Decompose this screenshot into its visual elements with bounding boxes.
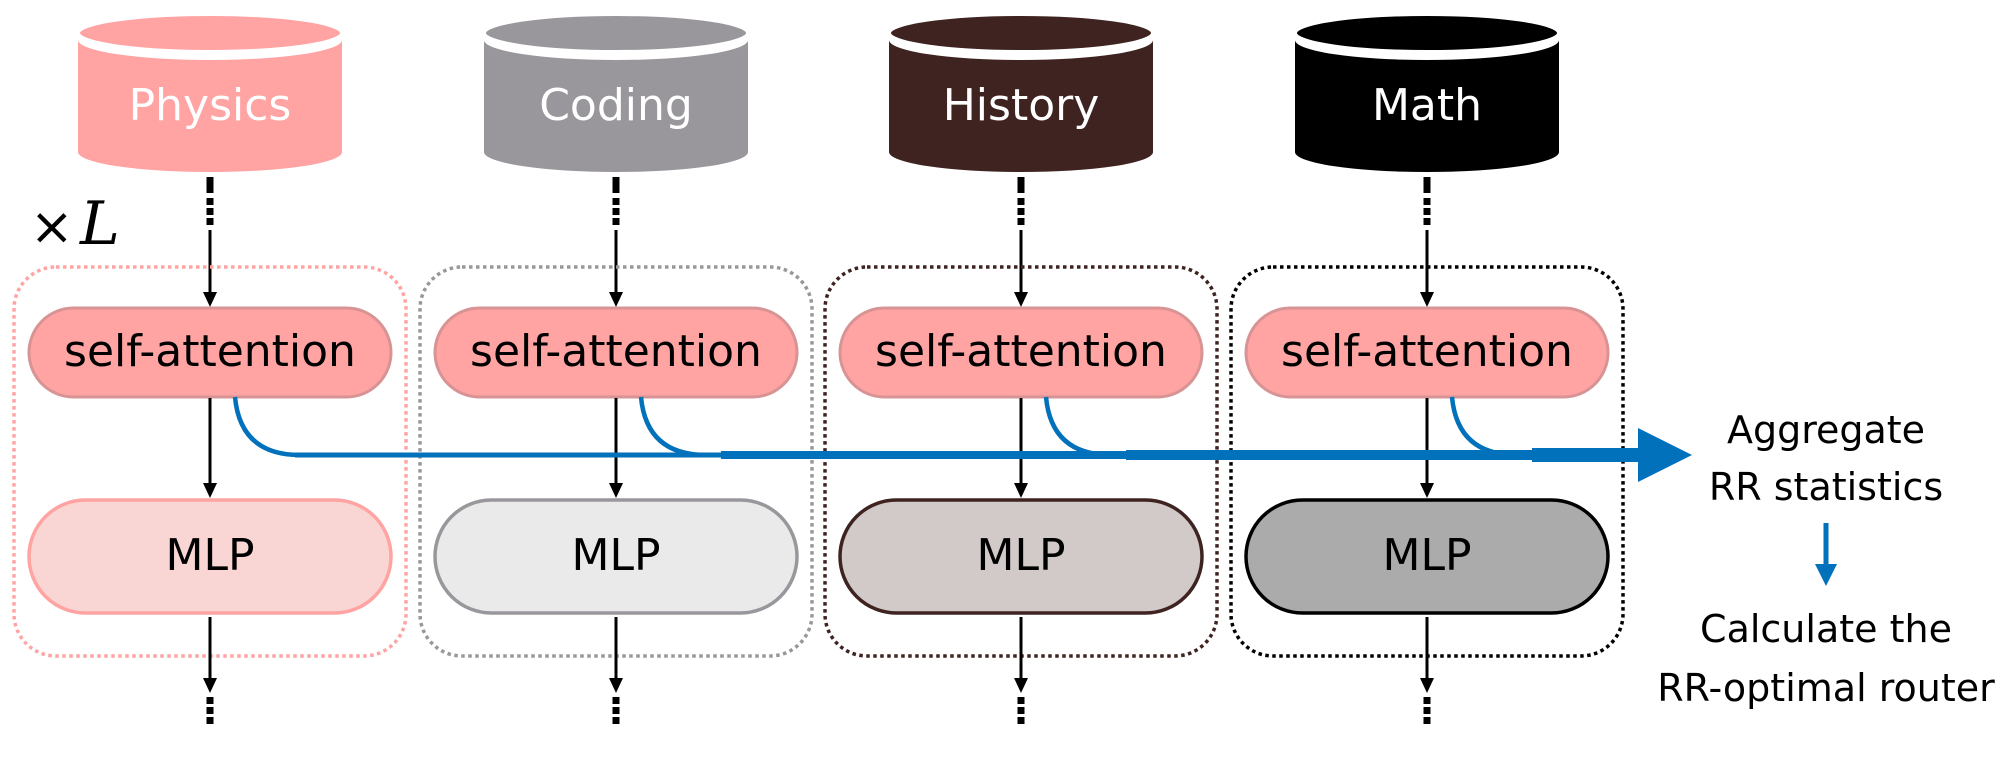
arrow-down-icon xyxy=(1014,678,1028,693)
self-attention-label: self-attention xyxy=(470,326,762,377)
self-attention-label: self-attention xyxy=(1281,326,1573,377)
dataset-label: Physics xyxy=(129,80,292,131)
cylinder-top xyxy=(887,12,1155,54)
self-attention-label: self-attention xyxy=(875,326,1167,377)
self-attention-label: self-attention xyxy=(64,326,356,377)
dataset-cylinder: Physics xyxy=(76,12,344,172)
mlp-block: MLP xyxy=(838,498,1204,615)
arrow-down-icon xyxy=(1014,483,1028,498)
step1-line2: RR statistics xyxy=(1709,465,1943,509)
mlp-block: MLP xyxy=(433,498,799,615)
arrow-down-icon xyxy=(609,678,623,693)
self-attention-block: self-attention xyxy=(1244,306,1610,399)
cylinder-body xyxy=(484,40,748,172)
cylinder-top xyxy=(1293,12,1561,54)
dataset-label: Coding xyxy=(539,80,693,131)
dataset-label: History xyxy=(943,80,1100,131)
attention-tap-curve xyxy=(1043,396,1112,458)
input-connector xyxy=(203,177,217,307)
mlp-block: MLP xyxy=(27,498,393,615)
dataset-cylinder: History xyxy=(887,12,1155,172)
mlp-label: MLP xyxy=(976,530,1065,581)
dataset-cylinder: Coding xyxy=(482,12,750,172)
mlp-label: MLP xyxy=(165,530,254,581)
cylinder-top xyxy=(482,12,750,54)
cylinder-body xyxy=(78,40,342,172)
arrow-down-icon xyxy=(609,483,623,498)
continuation-ellipsis xyxy=(206,697,214,724)
step2-line2: RR-optimal router xyxy=(1657,666,1995,710)
cylinder-body xyxy=(889,40,1153,172)
dataset-label: Math xyxy=(1372,80,1482,131)
attention-tap-curve xyxy=(638,396,707,458)
attention-tap-curve xyxy=(1449,396,1518,458)
down-arrow-icon xyxy=(1815,523,1837,586)
continuation-ellipsis xyxy=(1423,697,1431,724)
arrow-down-icon xyxy=(203,292,217,307)
layer-count-variable: L xyxy=(79,189,120,259)
self-attention-block: self-attention xyxy=(27,306,393,399)
continuation-ellipsis xyxy=(1017,697,1025,724)
arrow-down-icon xyxy=(203,678,217,693)
mlp-block: MLP xyxy=(1244,498,1610,615)
arrow-down-icon xyxy=(609,292,623,307)
side-steps: Aggregate RR statistics Calculate the RR… xyxy=(1657,408,1995,710)
aggregate-arrowhead-icon xyxy=(1638,428,1692,482)
dataset-cylinder: Math xyxy=(1293,12,1561,172)
input-connector xyxy=(609,177,623,307)
input-connector xyxy=(1014,177,1028,307)
times-symbol: × xyxy=(30,197,74,257)
arrow-down-icon xyxy=(1420,483,1434,498)
continuation-ellipsis xyxy=(612,697,620,724)
arrow-down-icon xyxy=(1420,678,1434,693)
aggregate-flow xyxy=(232,396,1692,482)
input-connector xyxy=(1420,177,1434,307)
mlp-label: MLP xyxy=(1382,530,1471,581)
step2-line1: Calculate the xyxy=(1700,607,1952,651)
mlp-label: MLP xyxy=(571,530,660,581)
cylinder-top xyxy=(76,12,344,54)
attention-tap-curve xyxy=(232,396,301,458)
step1-line1: Aggregate xyxy=(1727,408,1925,452)
self-attention-block: self-attention xyxy=(838,306,1204,399)
arrow-down-icon xyxy=(203,483,217,498)
layers-multiplier-label: × L xyxy=(30,189,120,259)
arrow-down-icon xyxy=(1420,292,1434,307)
self-attention-block: self-attention xyxy=(433,306,799,399)
cylinder-body xyxy=(1295,40,1559,172)
arrow-down-icon xyxy=(1014,292,1028,307)
